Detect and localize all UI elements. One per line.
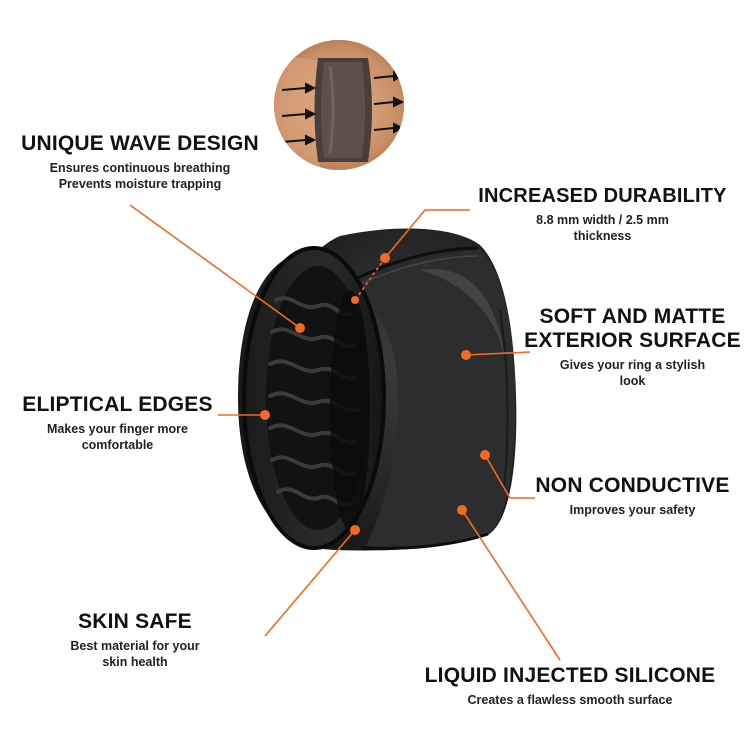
callout-title: UNIQUE WAVE DESIGN (21, 132, 259, 155)
callout-soft-matte-surface: SOFT AND MATTE EXTERIOR SURFACE Gives yo… (520, 305, 745, 389)
leader-lines (129, 204, 561, 661)
dot-surface (461, 350, 471, 360)
dot-wave (295, 323, 305, 333)
callout-description: Creates a flawless smooth surface (467, 693, 673, 707)
callout-description: Gives your ring a stylish look (559, 358, 706, 388)
dot-liquid (457, 505, 467, 515)
callout-title: NON CONDUCTIVE (535, 474, 730, 497)
silicone-ring (238, 228, 517, 551)
callout-title: INCREASED DURABILITY (478, 185, 727, 207)
callout-title: SOFT AND MATTE EXTERIOR SURFACE (524, 305, 741, 352)
dot-durability (380, 253, 390, 263)
inset-finger-photo (274, 40, 404, 170)
callout-skin-safe: SKIN SAFE Best material for your skin he… (40, 610, 230, 670)
callout-liquid-injected-silicone: LIQUID INJECTED SILICONE Creates a flawl… (415, 664, 725, 708)
dot-nonconductive (480, 450, 490, 460)
callout-title: ELIPTICAL EDGES (22, 393, 213, 416)
dot-skin (350, 525, 360, 535)
callout-increased-durability: INCREASED DURABILITY 8.8 mm width / 2.5 … (470, 184, 735, 244)
dot-edges (260, 410, 270, 420)
callout-unique-wave-design: UNIQUE WAVE DESIGN Ensures continuous br… (10, 132, 270, 192)
callout-description: Ensures continuous breathing Prevents mo… (49, 161, 231, 191)
callout-description: Best material for your skin health (70, 639, 200, 669)
callout-description: Makes your finger more comfortable (46, 422, 188, 452)
callout-description: 8.8 mm width / 2.5 mm thickness (536, 213, 669, 243)
callout-dots (260, 253, 490, 535)
callout-title: SKIN SAFE (78, 610, 192, 633)
callout-description: Improves your safety (569, 503, 696, 517)
callout-eliptical-edges: ELIPTICAL EDGES Makes your finger more c… (10, 393, 225, 453)
callout-title: LIQUID INJECTED SILICONE (424, 664, 716, 687)
dot-durability-edge (351, 296, 359, 304)
callout-non-conductive: NON CONDUCTIVE Improves your safety (525, 474, 740, 518)
